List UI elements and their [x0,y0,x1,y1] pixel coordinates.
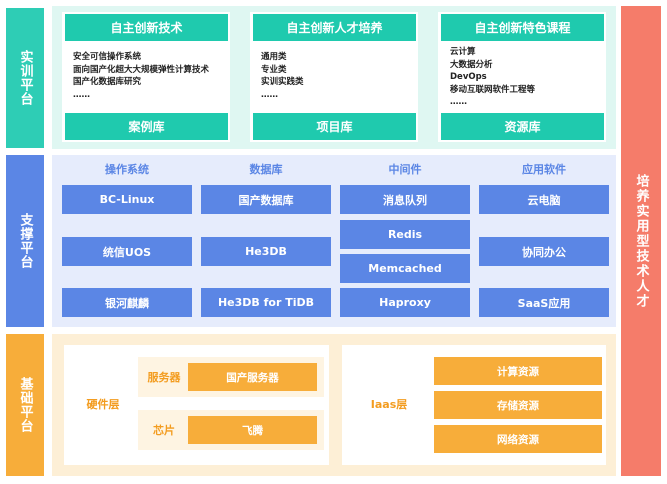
layer-label-foundation: 基础平台 [6,334,44,476]
db-he3db: He3DB [201,237,331,266]
category-middleware: 中间件 [388,163,422,176]
feiteng-chip-box: 飞腾 [188,416,317,444]
practice-column-3-title: 自主创新特色课程 [441,14,604,41]
layer-label-practice: 实训平台 [6,8,44,148]
category-os: 操作系统 [105,163,149,176]
list-item: 大数据分析 [450,59,493,70]
db-domestic: 国产数据库 [201,185,331,214]
list-item: 国产化数据库研究 [73,77,142,87]
storage-resource-box: 存储资源 [434,391,602,419]
practice-column-2-list: 通用类 专业类 实训实践类 …… [261,51,416,101]
mw-message-queue: 消息队列 [340,185,470,214]
os-kylin: 银河麒麟 [62,288,192,317]
domestic-server-box: 国产服务器 [188,363,317,391]
category-apps: 应用软件 [522,163,566,176]
list-item: 通用类 [261,52,287,62]
app-cloud-pc: 云电脑 [479,185,609,214]
app-collab-office: 协同办公 [479,237,609,266]
list-item: DevOps [450,72,487,82]
server-label: 服务器 [147,371,181,384]
list-item: …… [73,89,90,100]
resource-library-label: 资源库 [441,113,604,140]
layer-label-support: 支撑平台 [6,155,44,327]
list-item: 安全可信操作系统 [73,52,142,62]
hardware-layer-label: 硬件层 [86,398,120,411]
list-item: 实训实践类 [261,77,304,87]
practice-column-2-title: 自主创新人才培养 [253,14,416,41]
mw-haproxy: Haproxy [340,288,470,317]
compute-resource-box: 计算资源 [434,357,602,385]
list-item: …… [450,97,467,107]
list-item: 云计算 [450,47,476,57]
list-item: …… [261,89,278,100]
network-resource-box: 网络资源 [434,425,602,453]
os-uos: 统信UOS [62,237,192,266]
app-saas: SaaS应用 [479,288,609,317]
practice-column-1-list: 安全可信操作系统 面向国产化超大大规模弹性计算技术 国产化数据库研究 …… [73,51,228,101]
chip-label: 芯片 [153,424,175,437]
talent-goal-label: 培养实用型技术人才 [621,6,661,476]
list-item: 移动互联网软件工程等 [450,84,536,95]
mw-redis: Redis [340,220,470,249]
iaas-layer-label: Iaas层 [370,398,408,411]
db-he3db-tidb: He3DB for TiDB [201,288,331,317]
list-item: 面向国产化超大大规模弹性计算技术 [73,64,210,75]
os-bc-linux: BC-Linux [62,185,192,214]
case-library-label: 案例库 [65,113,228,140]
practice-column-1-title: 自主创新技术 [65,14,228,41]
mw-memcached: Memcached [340,254,470,283]
category-database: 数据库 [249,163,283,176]
practice-column-3-list: 云计算 大数据分析 DevOps 移动互联网软件工程等 …… [450,46,605,109]
list-item: 专业类 [261,64,287,75]
project-library-label: 项目库 [253,113,416,140]
